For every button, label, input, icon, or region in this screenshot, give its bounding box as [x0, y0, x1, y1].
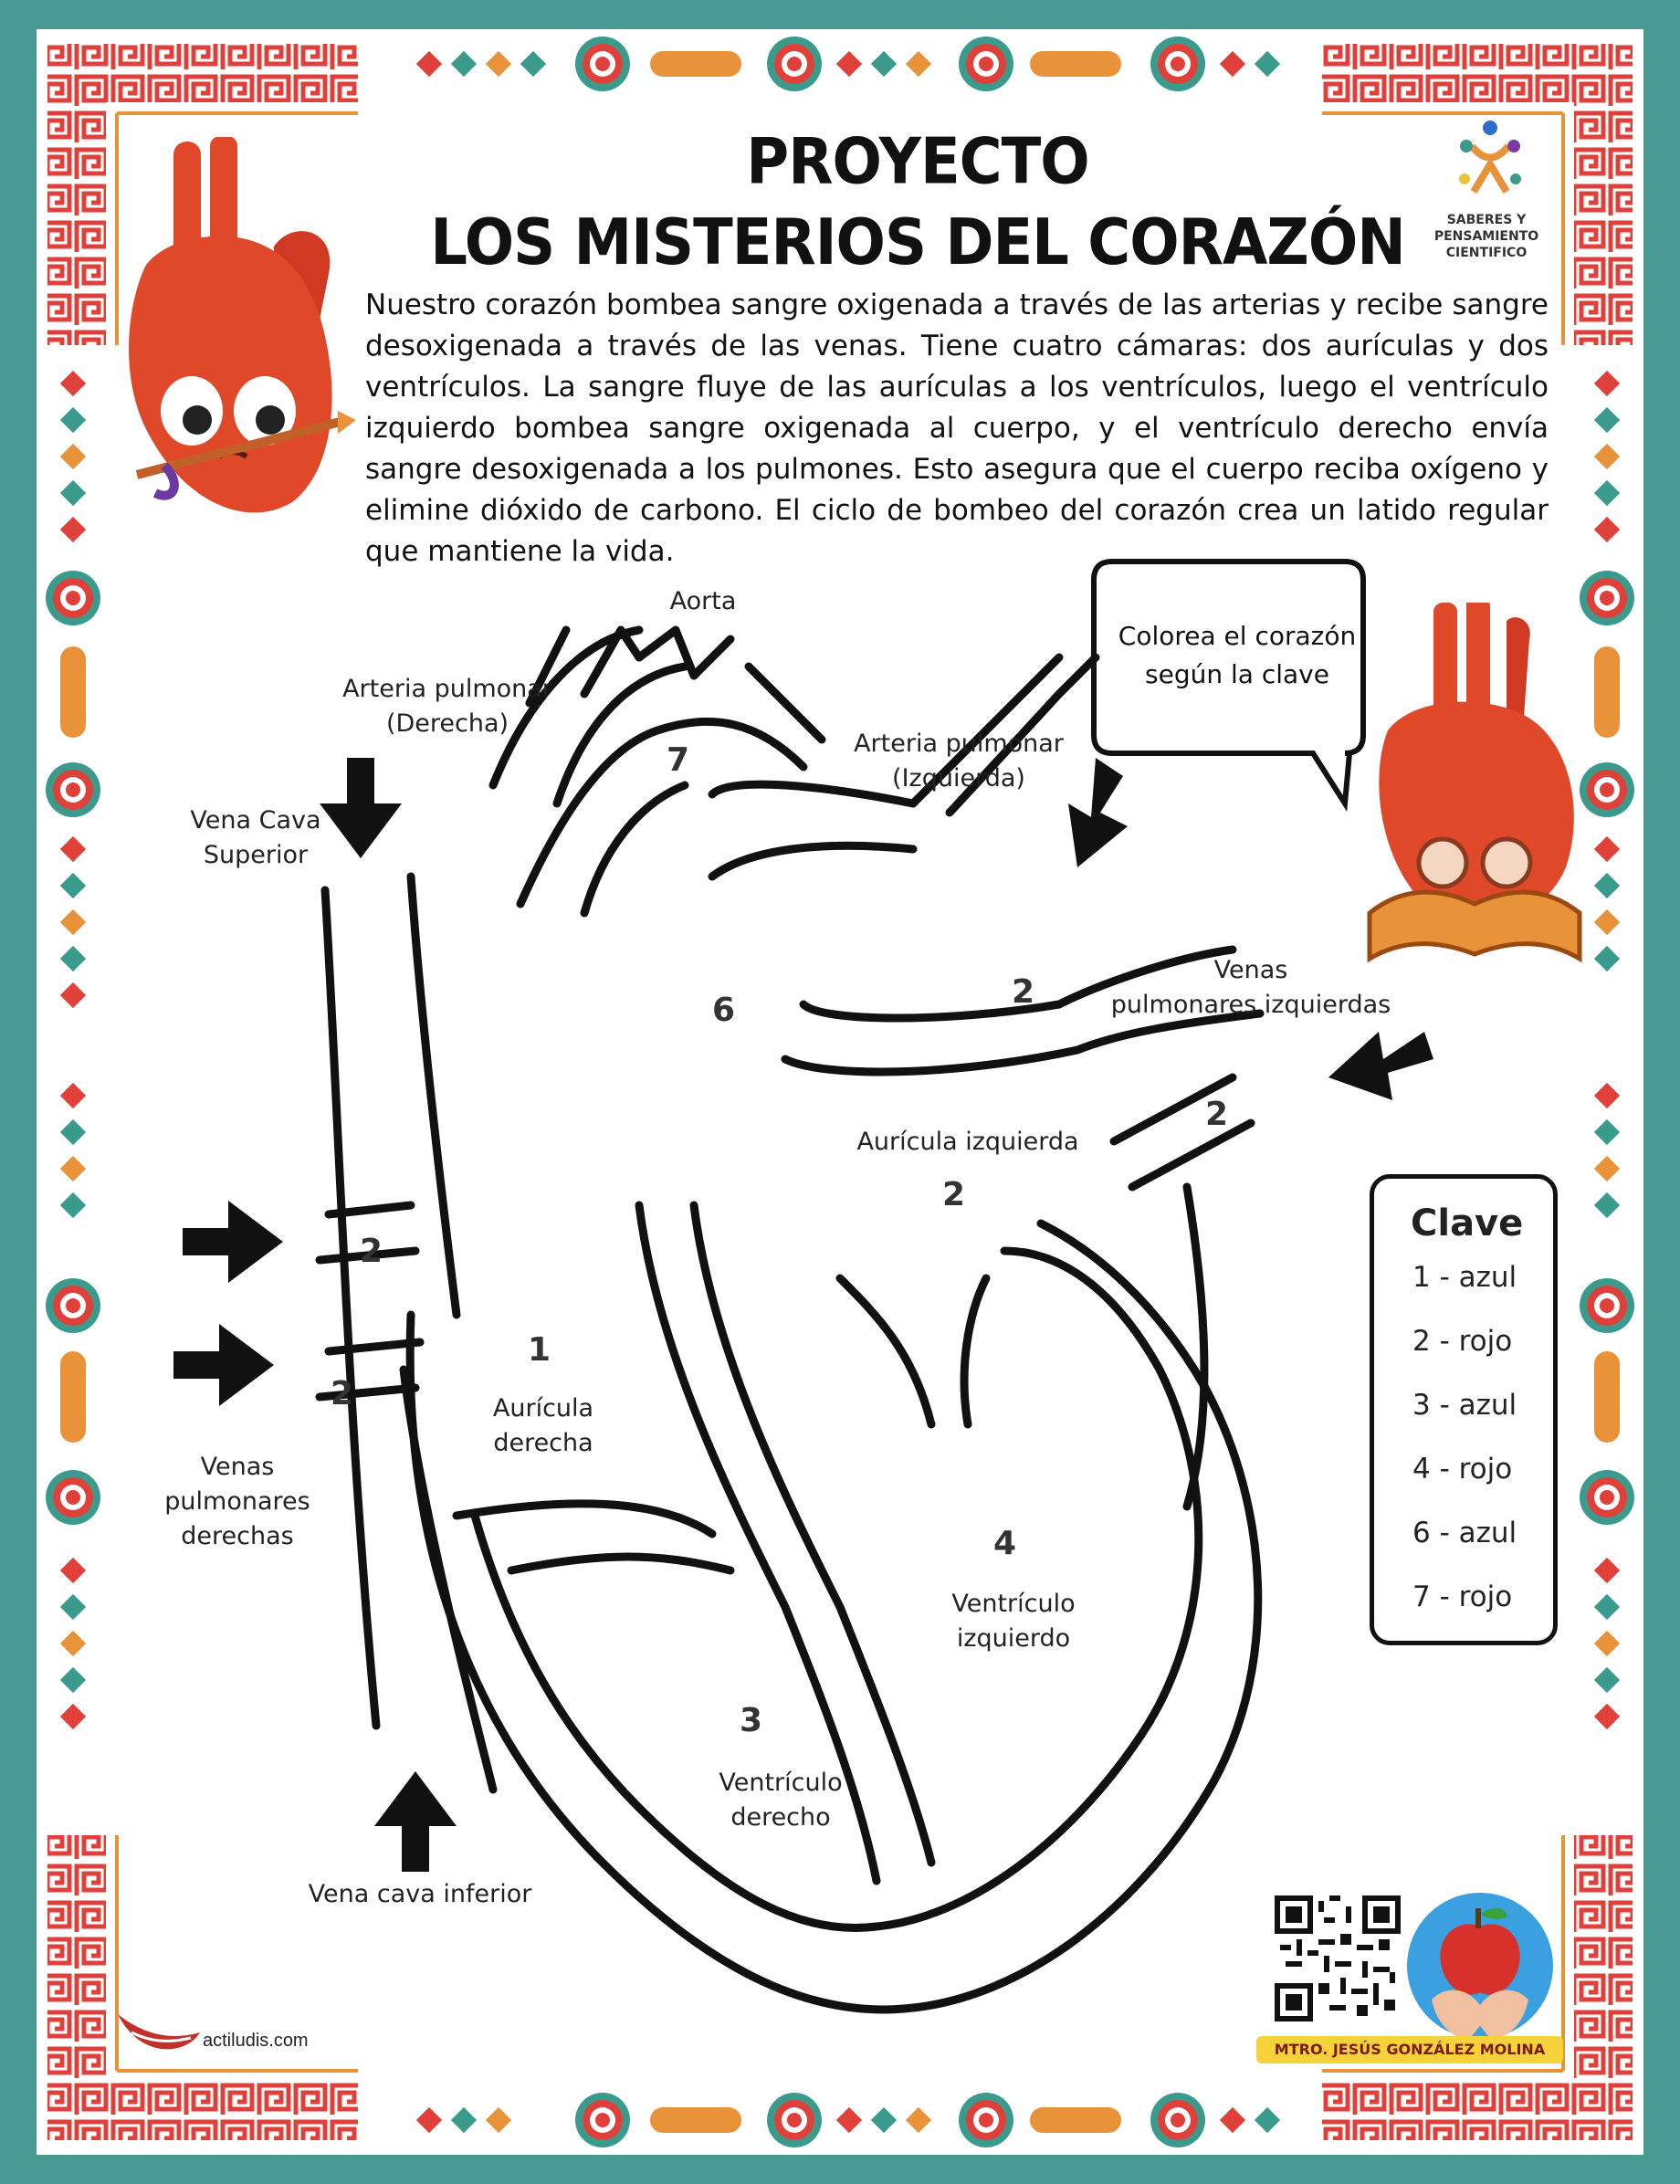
- label-ventriculo-derecho: Ventrículo derecho: [719, 1769, 843, 1832]
- heart-outline: [405, 1219, 1263, 2014]
- key-item: 3 - azul: [1412, 1389, 1517, 1422]
- right-motifs: [1580, 370, 1634, 1730]
- arrow-venas-derechas-1: [183, 1201, 283, 1283]
- intro-paragraph: Nuestro corazón bombea sangre oxigenada …: [365, 289, 1549, 568]
- label-auricula-derecha: Aurícula derecha: [492, 1394, 594, 1457]
- region-number-6: 6: [712, 992, 736, 1029]
- author-name: MTRO. JESÚS GONZÁLEZ MOLINA: [1256, 2036, 1563, 2063]
- site-link[interactable]: actiludis.com: [203, 2031, 309, 2051]
- key-item: 4 - rojo: [1412, 1453, 1513, 1486]
- key-item: 7 - rojo: [1412, 1580, 1513, 1613]
- arrow-arteria-izquierda: [1068, 758, 1128, 867]
- septum: [635, 1201, 881, 1885]
- arrow-venas-izquierdas: [1328, 1032, 1433, 1100]
- bottom-motifs: [415, 2093, 1281, 2147]
- label-aorta: Aorta: [669, 587, 737, 615]
- label-ventriculo-izquierdo: Ventrículo izquierdo: [951, 1590, 1076, 1653]
- left-motifs: [46, 370, 100, 1730]
- arrow-arteria-derecha: [320, 758, 402, 858]
- region-number-2-right-veins-upper: 2: [360, 1233, 383, 1270]
- key-item: 1 - azul: [1412, 1261, 1517, 1294]
- label-auricula-izquierda: Aurícula izquierda: [856, 1128, 1079, 1156]
- label-vena-cava-superior: Vena Cava Superior: [190, 806, 321, 869]
- heart-mascot-reading: [1367, 603, 1582, 963]
- saberes-logo-icon: [1459, 121, 1521, 194]
- key-title: Clave: [1411, 1202, 1524, 1244]
- arrow-venas-derechas-2: [173, 1324, 274, 1406]
- region-number-2-pulmonary-artery: 2: [1012, 973, 1035, 1011]
- region-number-2-left-atrium: 2: [942, 1176, 966, 1213]
- label-venas-pulmonares-izquierdas: Venas pulmonares izquierdas: [1110, 956, 1391, 1019]
- region-number-3: 3: [740, 1702, 763, 1739]
- qr-code[interactable]: [1275, 1895, 1401, 2021]
- arrow-vena-cava-inferior: [374, 1771, 457, 1872]
- author-avatar: [1407, 1893, 1553, 2041]
- key-item: 2 - rojo: [1412, 1325, 1513, 1358]
- region-number-7: 7: [667, 741, 690, 779]
- actiludis-logo-icon: [118, 2014, 200, 2050]
- saberes-logo-text: SABERES Y PENSAMIENTO CIENTIFICO: [1433, 213, 1539, 260]
- heart-mascot-worried: [129, 137, 356, 513]
- label-arteria-pulmonar-derecha: Arteria pulmonar (Derecha): [342, 675, 552, 738]
- region-number-1: 1: [528, 1331, 551, 1369]
- label-arteria-pulmonar-izquierda: Arteria pulmonar (Izquierda): [854, 730, 1064, 793]
- title-line-2: LOS MISTERIOS DEL CORAZÓN: [430, 206, 1406, 280]
- region-number-2-right-veins-lower: 2: [331, 1375, 354, 1412]
- speech-bubble: [1091, 559, 1366, 813]
- region-number-2-left-veins: 2: [1205, 1096, 1229, 1133]
- diagram-arrows: [173, 758, 1433, 1872]
- label-venas-pulmonares-derechas: Venas pulmonares derechas: [164, 1453, 310, 1550]
- title-line-1: PROYECTO: [746, 125, 1089, 199]
- key-item: 6 - azul: [1412, 1517, 1517, 1549]
- label-vena-cava-inferior: Vena cava inferior: [308, 1880, 532, 1908]
- vena-cava-inner-wall: [406, 872, 461, 1319]
- region-number-4: 4: [993, 1525, 1017, 1562]
- heart-inner-outline: [470, 1246, 1203, 1932]
- vena-cava-left-wall: [320, 886, 381, 1730]
- bubble-text: Colorea el corazón según la clave: [1118, 621, 1357, 689]
- page-title: PROYECTO LOS MISTERIOS DEL CORAZÓN: [393, 121, 1443, 283]
- color-key: Clave 1 - azul 2 - rojo 3 - azul 4 - roj…: [1370, 1174, 1558, 1645]
